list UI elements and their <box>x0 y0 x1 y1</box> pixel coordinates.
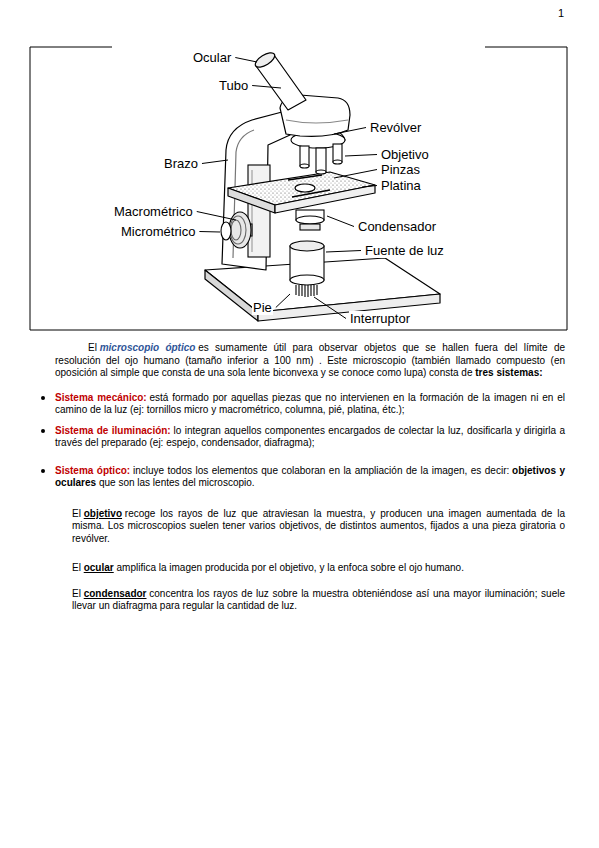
leader-line <box>314 297 346 319</box>
body-text-run: amplifica la imagen producida por el obj… <box>117 562 464 573</box>
part-label: Brazo <box>163 156 199 171</box>
light-source-part <box>296 285 317 297</box>
tube-eyepiece-part <box>253 50 277 70</box>
figure-frame-part <box>30 47 567 330</box>
part-label: Interruptor <box>349 311 411 326</box>
emphasis-text: tres sistemas <box>475 367 539 378</box>
page-number: 1 <box>558 7 564 20</box>
stage <box>228 172 375 213</box>
leader-line <box>276 294 290 308</box>
focus-knobs-part <box>231 220 241 240</box>
focus-housing-part <box>248 165 270 257</box>
body-text-run: que son las lentes del microscopio. <box>99 477 255 488</box>
emphasis-text: Sistema mecánico: <box>55 392 147 403</box>
body-text-run: El <box>72 508 81 519</box>
focus-knobs-part <box>229 212 251 248</box>
light-source-part <box>290 275 324 285</box>
leader-line <box>362 186 377 188</box>
part-label: Condensador <box>357 219 437 234</box>
paragraph: Elocularamplifica la imagen producida po… <box>72 562 565 575</box>
bullet-dot <box>41 469 45 473</box>
tube-eyepiece <box>253 50 306 110</box>
body-text-run: recoge los rayos de luz que atraviesan l… <box>72 508 565 544</box>
part-label: Macrométrico <box>113 204 194 219</box>
light-source <box>290 241 324 297</box>
revolver-objectives-part <box>333 144 342 162</box>
body-text-run: El <box>88 342 97 353</box>
revolver-objectives-part <box>300 164 309 168</box>
body-text: Elmicroscopio ópticoes sumamente útil pa… <box>0 342 599 613</box>
focus-knobs-part <box>221 222 231 240</box>
revolver-objectives-part <box>316 170 326 174</box>
body-text-run: El <box>72 562 81 573</box>
leader-line <box>326 251 361 253</box>
emphasis-text: microscopio óptico <box>100 342 196 353</box>
emphasis-text: Sistema de iluminación: <box>55 425 171 436</box>
emphasis-text: Sistema óptico: <box>55 465 130 476</box>
leader-line <box>334 128 366 135</box>
leader-line <box>334 170 377 179</box>
emphasis-text: : <box>539 367 542 378</box>
paragraph: Elobjetivorecoge los rayos de luz que at… <box>72 508 565 546</box>
revolver-objectives-part <box>300 146 309 166</box>
part-label: Tubo <box>218 78 249 93</box>
part-label: Platina <box>380 178 422 193</box>
paragraph: Elcondensadorconcentra los rayos de luz … <box>72 588 565 613</box>
focus-knobs-part <box>230 216 246 244</box>
base-part <box>205 270 258 321</box>
bullet-item: Sistema mecánico:está formado por aquell… <box>55 392 565 417</box>
emphasis-text: ocular <box>84 562 114 573</box>
part-label: Micrométrico <box>120 224 196 239</box>
leader-line <box>345 155 377 157</box>
part-label: Fuente de luz <box>364 243 445 258</box>
condenser-part <box>296 216 324 224</box>
bullet-item: Sistema óptico:incluye todos los element… <box>55 465 565 490</box>
light-source-part <box>290 241 324 251</box>
bullet-dot <box>41 429 45 433</box>
leader-line <box>235 58 257 63</box>
leader-line <box>199 231 220 233</box>
focus-housing <box>248 165 270 257</box>
stage-part <box>295 184 315 192</box>
part-label: Revólver <box>369 120 422 135</box>
body-text-run: incluye todos los elementos que colabora… <box>133 465 509 476</box>
leader-line <box>327 216 354 227</box>
condenser <box>296 210 324 230</box>
figure-frame <box>30 47 567 330</box>
paragraph: Elmicroscopio ópticoes sumamente útil pa… <box>55 342 565 380</box>
head-part <box>286 120 348 123</box>
bullet-dot <box>41 396 45 400</box>
condenser-part <box>300 224 320 230</box>
leader-line <box>252 86 281 89</box>
part-label: Pie <box>252 300 273 315</box>
part-label: Pinzas <box>380 162 421 177</box>
leader-line <box>197 212 236 221</box>
emphasis-text: objetivo <box>84 508 122 519</box>
emphasis-text: condensador <box>84 588 147 599</box>
revolver-objectives-part <box>333 160 342 164</box>
bullet-item: Sistema de iluminación:lo integran aquel… <box>55 425 565 450</box>
focus-housing-part <box>251 170 252 252</box>
stage-part <box>288 175 330 197</box>
part-label: Ocular <box>192 50 232 65</box>
part-label: Objetivo <box>380 147 430 162</box>
stage-part <box>228 188 275 213</box>
leader-line <box>202 160 228 164</box>
stage-part <box>275 185 375 213</box>
body-text-run: El <box>72 588 81 599</box>
revolver-objectives-part <box>316 148 326 172</box>
